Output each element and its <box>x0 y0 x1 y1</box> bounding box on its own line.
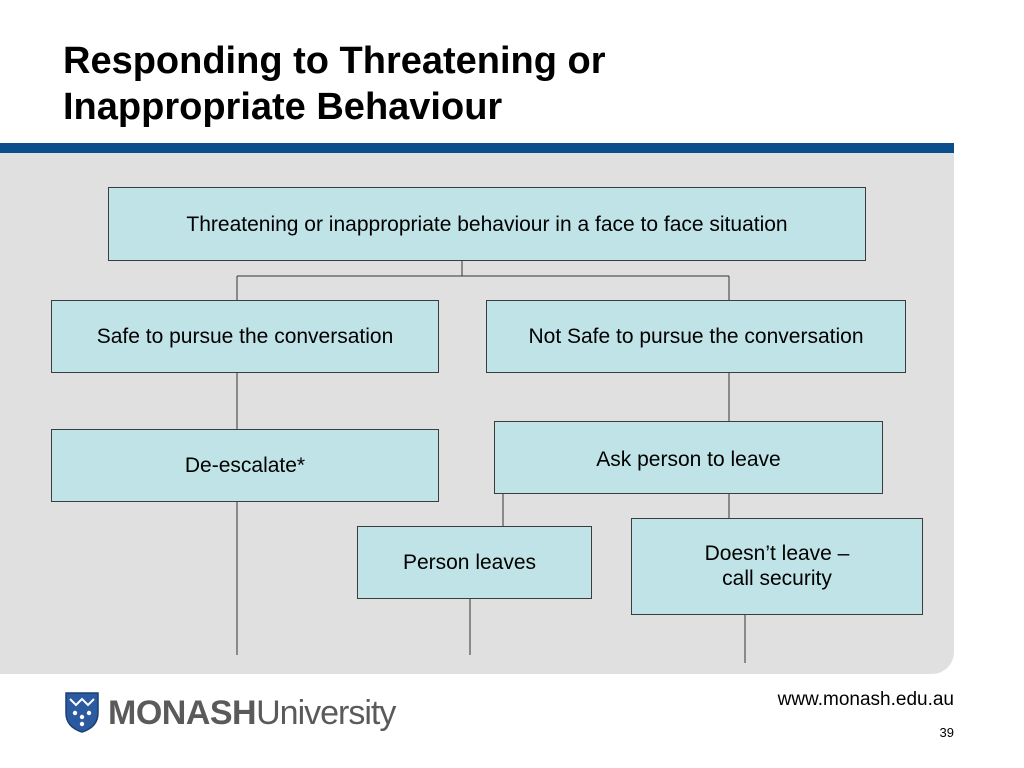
not-safe-box-label: Not Safe to pursue the conversation <box>528 325 864 348</box>
slide-title-line-2: Inappropriate Behaviour <box>63 86 503 128</box>
monash-shield-icon <box>65 692 99 733</box>
slide-title-line-1: Responding to Threatening or <box>63 40 606 82</box>
wordmark-university: University <box>256 694 396 732</box>
monash-wordmark: MONASHUniversity <box>108 693 396 733</box>
title-divider <box>0 143 954 153</box>
monash-logo: MONASHUniversity <box>64 691 404 735</box>
security-box-label-line-2: call security <box>722 567 832 590</box>
security-box: Doesn’t leave – call security <box>631 518 923 615</box>
page-number: 39 <box>939 725 954 740</box>
safe-box-label: Safe to pursue the conversation <box>96 325 394 348</box>
footer-url: www.monash.edu.au <box>777 689 954 710</box>
de-escalate-box-label: De-escalate* <box>184 454 306 477</box>
safe-box: Safe to pursue the conversation <box>51 300 439 373</box>
security-box-label-line-1: Doesn’t leave – <box>704 542 850 565</box>
wordmark-monash: MONASH <box>108 694 257 732</box>
root-box: Threatening or inappropriate behaviour i… <box>108 187 866 261</box>
ask-leave-box: Ask person to leave <box>494 421 883 494</box>
person-leaves-box: Person leaves <box>357 526 592 599</box>
ask-leave-box-label: Ask person to leave <box>596 448 781 471</box>
de-escalate-box: De-escalate* <box>51 429 439 502</box>
slide-title: Responding to Threatening or Inappropria… <box>63 38 943 130</box>
root-box-label: Threatening or inappropriate behaviour i… <box>186 212 788 236</box>
person-leaves-box-label: Person leaves <box>402 551 537 574</box>
not-safe-box: Not Safe to pursue the conversation <box>486 300 906 373</box>
